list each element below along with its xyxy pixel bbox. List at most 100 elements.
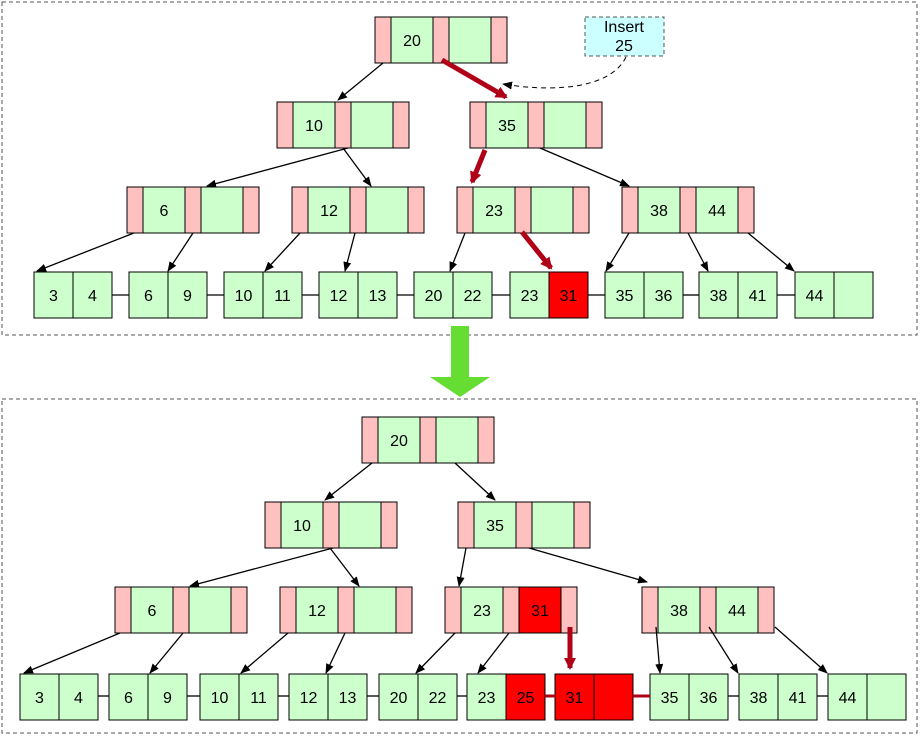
before-root-node-pointer-1 <box>432 16 450 64</box>
insert-callout-line2: 25 <box>615 38 633 55</box>
before-leaf-8-0-key: 44 <box>806 288 824 305</box>
before-path-arrow-35 <box>469 149 488 184</box>
after-edge-root-10 <box>324 462 373 501</box>
before-internal-node-0: 10 <box>276 101 410 149</box>
after-root-node-pointer-2 <box>477 416 495 464</box>
after-lower-node-1-pointer-0 <box>279 586 297 634</box>
before-leaf-7-0-key: 38 <box>710 288 728 305</box>
before-lower-node-0: 6 <box>126 186 260 234</box>
before-lower-node-1-pointer-0 <box>291 186 309 234</box>
before-lower-node-0-pointer-1 <box>184 186 202 234</box>
after-leaf-2-1-cell <box>238 673 279 721</box>
before-internal-node-0-pointer-2 <box>392 101 410 149</box>
after-lower-node-0-1-cell <box>188 586 232 634</box>
after-leaf-4-1-key: 22 <box>429 690 447 707</box>
before-leaf-7-1-cell <box>737 271 778 319</box>
before-lower-node-3-1-key: 44 <box>708 203 726 220</box>
after-leaf-2-0-key: 10 <box>211 690 229 707</box>
after-leaf-9-0-key: 44 <box>839 690 857 707</box>
after-lower-node-1: 12 <box>279 586 413 634</box>
before-lower-node-2-1-cell <box>530 186 574 234</box>
after-leaf-5-1-cell <box>505 673 546 721</box>
before-root-node-0-key: 20 <box>403 33 421 50</box>
after-internal-node-0: 10 <box>264 501 398 549</box>
before-leaf-8-1-cell <box>833 271 874 319</box>
callout-pointer-arrow <box>502 56 627 90</box>
after-root-node-1-cell <box>435 416 479 464</box>
after-lower-node-1-1-cell <box>353 586 397 634</box>
after-edge-23-20 <box>415 632 456 674</box>
insert-callout: Insert 25 <box>502 16 665 90</box>
after-lower-node-0-pointer-0 <box>114 586 132 634</box>
before-leaf-4-1-key: 22 <box>464 288 482 305</box>
before-root-node-pointer-0 <box>374 16 392 64</box>
before-leaf-8: 44 <box>794 271 874 319</box>
after-lower-node-2-1-key: 31 <box>531 603 549 620</box>
after-leaf-1-0-key: 6 <box>124 690 133 707</box>
after-lower-node-1-0-key: 12 <box>308 603 326 620</box>
after-leaf-9-1-cell <box>866 673 907 721</box>
after-edge-35-23 <box>456 547 467 587</box>
before-internal-node-1-pointer-1 <box>527 101 545 149</box>
after-internal-node-0-1-cell <box>338 501 382 549</box>
before-internal-node-0-0-cell <box>292 101 336 149</box>
after-internal-node-1: 35 <box>457 501 591 549</box>
before-internal-node-1-1-cell <box>543 101 587 149</box>
after-lower-node-3-pointer-0 <box>641 586 659 634</box>
before-internal-node-1-0-key: 35 <box>498 118 516 135</box>
after-lower-node-3-1-key: 44 <box>728 603 746 620</box>
before-leaf-5-0-cell <box>509 271 550 319</box>
after-leaf-8-0-key: 38 <box>750 690 768 707</box>
after-leaf-9: 44 <box>827 673 907 721</box>
before-leaf-2-0-key: 10 <box>235 288 253 305</box>
before-leaf-3-0-key: 12 <box>330 288 348 305</box>
before-path-arrow-23 <box>520 230 553 270</box>
after-leaf-0-0-key: 3 <box>35 690 44 707</box>
after-internal-node-0-pointer-2 <box>380 501 398 549</box>
after-root-node-pointer-1 <box>419 416 437 464</box>
before-path-arrow-root <box>440 57 508 100</box>
after-leaf-4-0-key: 20 <box>390 690 408 707</box>
before-lower-node-1-pointer-2 <box>407 186 425 234</box>
before-internal-node-0-pointer-1 <box>334 101 352 149</box>
before-lower-node-3-pointer-1 <box>679 186 697 234</box>
after-lower-node-2-1-cell <box>518 586 562 634</box>
before-lower-node-2-pointer-0 <box>456 186 474 234</box>
before-internal-node-0-pointer-0 <box>276 101 294 149</box>
before-edge-6-6 <box>167 232 194 272</box>
after-lower-node-3-pointer-2 <box>757 586 775 634</box>
before-edge-38-38 <box>687 232 709 272</box>
after-edge-38-38 <box>708 626 739 674</box>
before-internal-node-0-0-key: 10 <box>305 118 323 135</box>
after-lower-node-1-pointer-2 <box>395 586 413 634</box>
after-leaf-3-1-key: 13 <box>339 690 357 707</box>
after-edge-23-23 <box>477 632 510 674</box>
after-leaf-8-1-key: 41 <box>789 690 807 707</box>
after-leaf-0-1-cell <box>58 673 99 721</box>
before-edge-38-35 <box>605 232 630 272</box>
before-leaf-5-1-key: 31 <box>560 288 578 305</box>
after-leaf-0-0-cell <box>19 673 60 721</box>
before-leaf-5-0-key: 23 <box>521 288 539 305</box>
before-lower-node-1: 12 <box>291 186 425 234</box>
after-internal-node-1-pointer-1 <box>515 501 533 549</box>
before-internal-node-1-pointer-0 <box>469 101 487 149</box>
before-lower-node-2: 23 <box>456 186 590 234</box>
before-edge-12-10 <box>264 232 301 272</box>
after-leaf-3-1-cell <box>327 673 368 721</box>
after-lower-node-0-pointer-1 <box>172 586 190 634</box>
after-lower-node-0-pointer-2 <box>230 586 248 634</box>
after-lower-node-1-pointer-1 <box>337 586 355 634</box>
after-internal-node-0-pointer-0 <box>264 501 282 549</box>
after-root-node-pointer-0 <box>361 416 379 464</box>
before-lower-node-3-pointer-2 <box>737 186 755 234</box>
